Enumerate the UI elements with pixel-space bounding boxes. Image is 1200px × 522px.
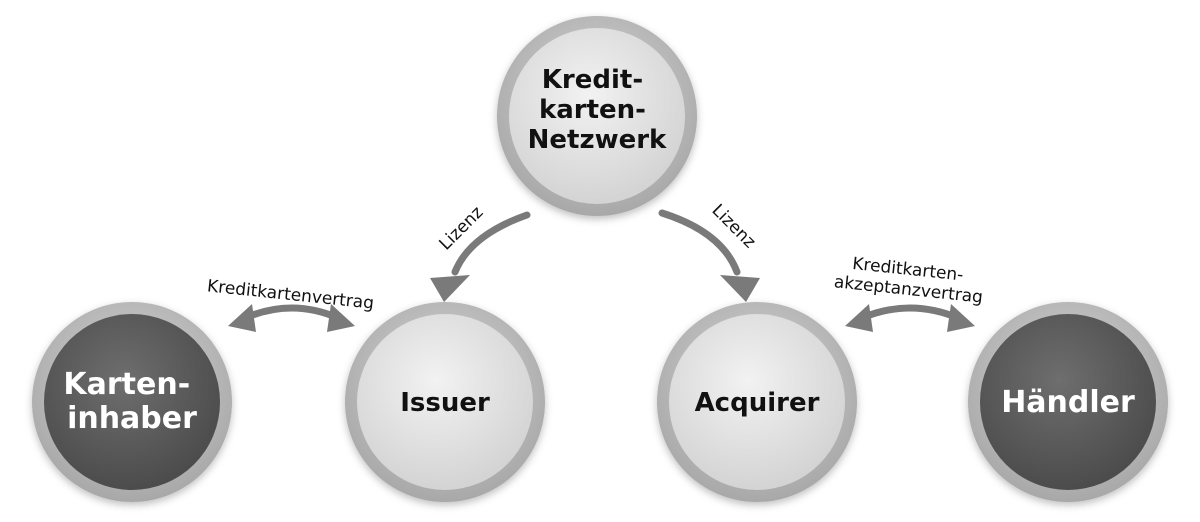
- node-network-line-1: Kredit-: [542, 65, 643, 95]
- acceptance-contract-label: Kreditkarten- akzeptanzvertrag: [833, 252, 986, 307]
- license-arrow-left: [451, 211, 531, 276]
- node-network-label: Kredit- karten- Netzwerk: [528, 65, 667, 155]
- license-right-arrowhead: [720, 275, 760, 302]
- acceptance-arrowhead-left: [845, 304, 873, 332]
- card-contract-arrowhead-right: [327, 304, 355, 332]
- node-cardholder-label: Karten- inhaber: [63, 367, 200, 436]
- node-acquirer: Acquirer: [657, 302, 857, 502]
- node-issuer-core: [357, 314, 533, 490]
- node-issuer: Issuer: [345, 302, 545, 502]
- node-acquirer-label: Acquirer: [695, 388, 820, 418]
- node-cardholder-line-2: inhaber: [67, 401, 197, 436]
- node-network-line-2: karten-: [539, 95, 646, 125]
- node-network-line-3: Netzwerk: [528, 125, 667, 155]
- acceptance-arrowhead-right: [947, 304, 975, 332]
- license-arrow-right: [658, 209, 741, 276]
- node-merchant-core: [980, 314, 1156, 490]
- node-issuer-line-1: Issuer: [400, 388, 490, 418]
- node-acquirer-core: [669, 314, 845, 490]
- node-merchant-label: Händler: [1001, 385, 1135, 420]
- node-cardholder-core: [44, 314, 220, 490]
- node-issuer-label: Issuer: [400, 388, 490, 418]
- license-left-arrowhead: [430, 275, 470, 302]
- license-label-left: Lizenz: [436, 203, 488, 255]
- node-merchant: Händler: [968, 302, 1168, 502]
- node-cardholder: Karten- inhaber: [32, 302, 232, 502]
- node-network-core: [509, 28, 685, 204]
- node-acquirer-line-1: Acquirer: [695, 388, 820, 418]
- card-contract-arrowhead-left: [228, 304, 256, 332]
- arrowheads: [228, 275, 975, 332]
- node-cardholder-line-1: Karten-: [63, 367, 190, 402]
- card-contract-arrow: [241, 304, 342, 322]
- acceptance-contract-arrow: [858, 304, 962, 322]
- arrows: [241, 209, 962, 322]
- node-network: Kredit- karten- Netzwerk: [497, 16, 697, 216]
- node-merchant-line-1: Händler: [1001, 385, 1135, 420]
